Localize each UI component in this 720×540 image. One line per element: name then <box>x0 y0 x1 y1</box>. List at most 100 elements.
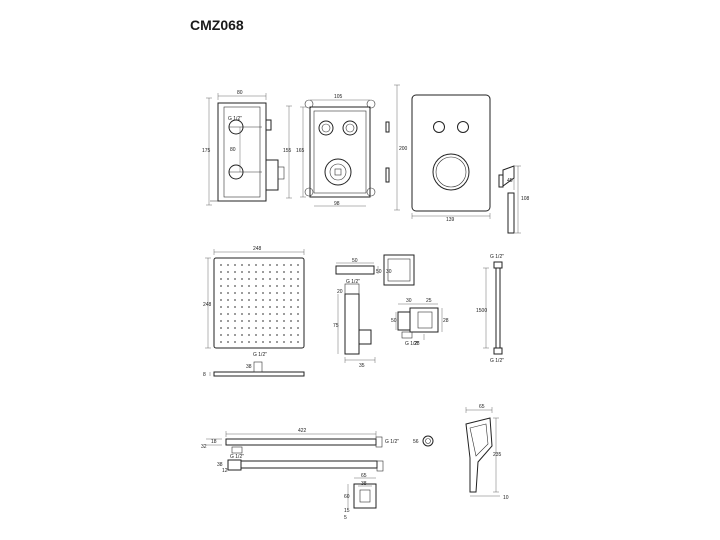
nozzle <box>276 299 278 301</box>
nozzle <box>297 334 299 336</box>
dim-side-mid: 80 <box>230 147 236 153</box>
nozzle <box>283 313 285 315</box>
nozzle <box>290 271 292 273</box>
nozzle <box>269 320 271 322</box>
nozzle <box>276 278 278 280</box>
nozzle <box>220 327 222 329</box>
shower-arm <box>206 431 434 472</box>
nozzle <box>290 320 292 322</box>
nozzle <box>234 292 236 294</box>
nozzle <box>234 313 236 315</box>
nozzle <box>283 271 285 273</box>
nozzle <box>227 306 229 308</box>
nozzle <box>227 278 229 280</box>
nozzle-grid <box>220 264 299 343</box>
nozzle <box>248 334 250 336</box>
nozzle <box>248 320 250 322</box>
nozzle <box>290 313 292 315</box>
dim-arm-thread-right: G 1/2" <box>385 439 399 445</box>
nozzle <box>262 292 264 294</box>
nozzle <box>248 278 250 280</box>
nozzle <box>283 278 285 280</box>
nozzle <box>290 285 292 287</box>
nozzle <box>262 285 264 287</box>
dim-mount-right: 28 <box>443 318 449 324</box>
nozzle <box>297 264 299 266</box>
nozzle <box>234 271 236 273</box>
nozzle <box>297 306 299 308</box>
dim-elbow-top-height: 50 <box>376 269 382 275</box>
nozzle <box>241 271 243 273</box>
nozzle <box>276 306 278 308</box>
dim-holder-height: 60 <box>344 494 350 500</box>
nozzle <box>227 327 229 329</box>
nozzle <box>234 306 236 308</box>
dim-elbow-height: 75 <box>333 323 339 329</box>
nozzle <box>241 313 243 315</box>
dim-handle-height: 108 <box>521 196 530 202</box>
nozzle <box>220 320 222 322</box>
nozzle <box>248 292 250 294</box>
nozzle <box>262 313 264 315</box>
dim-side-thread: G 1/2" <box>228 116 242 122</box>
nozzle <box>234 327 236 329</box>
nozzle <box>227 285 229 287</box>
dim-arm-height: 32 <box>201 444 207 450</box>
nozzle <box>297 327 299 329</box>
dim-arm-lower-b: 12 <box>222 468 228 474</box>
nozzle <box>227 320 229 322</box>
nozzle <box>227 341 229 343</box>
nozzle <box>227 334 229 336</box>
nozzle <box>220 271 222 273</box>
nozzle <box>255 341 257 343</box>
nozzle <box>269 341 271 343</box>
dim-mount-thread: G 1/2" <box>405 341 419 347</box>
dim-elbow-side-height: 30 <box>386 269 392 275</box>
nozzle <box>283 299 285 301</box>
nozzle <box>234 285 236 287</box>
nozzle <box>276 327 278 329</box>
model-title: CMZ068 <box>190 17 244 33</box>
nozzle <box>255 313 257 315</box>
nozzle <box>276 334 278 336</box>
nozzle <box>269 334 271 336</box>
nozzle <box>297 299 299 301</box>
nozzle <box>220 278 222 280</box>
valve-side-view <box>206 93 292 206</box>
nozzle <box>227 299 229 301</box>
shower-head-side <box>209 361 305 377</box>
nozzle <box>290 299 292 301</box>
nozzle <box>297 320 299 322</box>
dim-handshower-base: 10 <box>503 495 509 501</box>
dim-holder-inner: 38 <box>361 481 367 487</box>
nozzle <box>241 299 243 301</box>
nozzle <box>276 264 278 266</box>
nozzle <box>255 278 257 280</box>
dim-elbow-thread: G 1/2" <box>346 279 360 285</box>
dim-elbow-depth: 20 <box>337 289 343 295</box>
nozzle <box>255 320 257 322</box>
dim-box-bottom: 98 <box>334 201 340 207</box>
dim-head-height: 248 <box>203 302 212 308</box>
nozzle <box>297 271 299 273</box>
nozzle <box>283 285 285 287</box>
valve-cover-plate <box>394 84 504 219</box>
nozzle <box>276 320 278 322</box>
nozzle <box>241 306 243 308</box>
handshower-holder <box>347 477 377 509</box>
nozzle <box>248 264 250 266</box>
nozzle <box>276 292 278 294</box>
dim-elbow-top-width: 50 <box>352 258 358 264</box>
nozzle <box>248 341 250 343</box>
nozzle <box>262 341 264 343</box>
nozzle <box>220 264 222 266</box>
nozzle <box>220 299 222 301</box>
nozzle <box>283 341 285 343</box>
nozzle <box>241 292 243 294</box>
nozzle <box>220 292 222 294</box>
nozzle <box>283 327 285 329</box>
nozzle <box>276 341 278 343</box>
dim-elbow-bottom: 35 <box>359 363 365 369</box>
nozzle <box>276 285 278 287</box>
dim-hose-thread-bottom: G 1/2" <box>490 358 504 364</box>
